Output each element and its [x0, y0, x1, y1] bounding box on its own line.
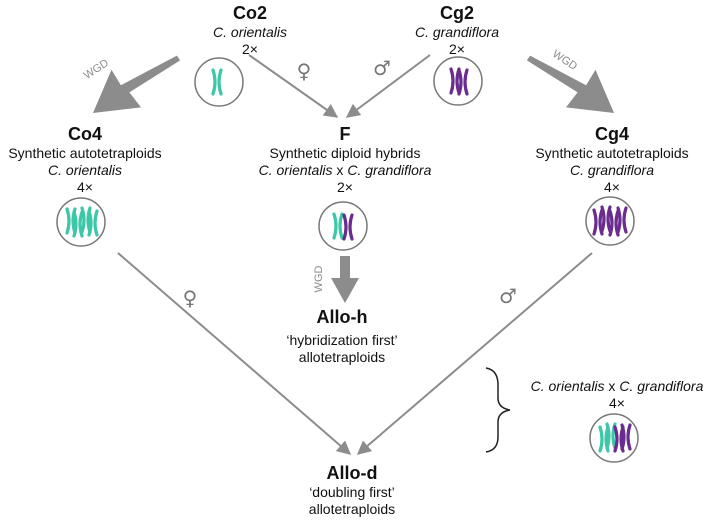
- arrow-co4-to-allod: [117, 252, 352, 455]
- node-cg4-species: C. grandiflora: [569, 162, 655, 178]
- male-symbol-top: ♂: [373, 56, 391, 80]
- node-co2-name: Co2: [232, 3, 267, 23]
- node-allo-d-name: Allo-d: [326, 463, 378, 483]
- legend-allotetraploid: C. orientalis x C. grandiflora 4×: [525, 378, 709, 412]
- node-co2: Co2 C. orientalis 2×: [190, 2, 310, 58]
- chromosome-circle-cg2: [433, 56, 483, 106]
- node-cg2-name: Cg2: [439, 3, 474, 23]
- legend-species-a: C. orientalis: [530, 378, 605, 394]
- wgd-arrow-left: [93, 55, 181, 113]
- node-co4-ploidy: 4×: [77, 179, 93, 195]
- legend-ploidy: 4×: [609, 395, 625, 411]
- node-f: F Synthetic diploid hybrids C. orientali…: [245, 123, 445, 196]
- chromosome-circle-co2: [194, 57, 244, 107]
- node-f-species-b: C. grandiflora: [347, 162, 432, 178]
- chromosome-x-glyph: [616, 206, 628, 234]
- node-co4: Co4 Synthetic autotetraploids C. orienta…: [0, 123, 170, 196]
- chromosome-x-glyph: [620, 423, 632, 451]
- chromosome-x-glyph: [72, 210, 84, 238]
- node-f-name: F: [339, 124, 351, 144]
- node-co2-ploidy: 2×: [242, 41, 258, 57]
- node-allo-d-desc1: ‘doubling first’: [309, 484, 395, 500]
- chromosome-x-glyph: [211, 68, 223, 96]
- legend-cross-x: x: [604, 378, 620, 394]
- chromosome-circle-co4: [56, 197, 106, 247]
- chromosome-circle-legend: [589, 413, 639, 463]
- node-co2-species: C. orientalis: [213, 24, 287, 40]
- node-f-species-a: C. orientalis: [258, 162, 333, 178]
- chromosome-circle-cg4: [585, 196, 635, 246]
- legend-species-b: C. grandiflora: [619, 378, 704, 394]
- legend-cross: C. orientalis x C. grandiflora: [525, 378, 709, 395]
- node-co4-name: Co4: [67, 124, 102, 144]
- circle-outline: [318, 201, 368, 251]
- node-allo-h-name: Allo-h: [316, 307, 368, 327]
- female-symbol-bottom: ♀: [183, 286, 198, 310]
- female-symbol-top: ♀: [297, 59, 312, 83]
- arrow-cg2-to-f: [345, 54, 431, 118]
- chromosome-x-glyph: [87, 209, 99, 237]
- node-cg4-desc: Synthetic autotetraploids: [535, 145, 689, 161]
- node-cg4: Cg4 Synthetic autotetraploids C. grandif…: [522, 123, 702, 196]
- node-allo-d-desc2: allotetraploids: [308, 501, 396, 517]
- chromosome-x-glyph: [342, 213, 354, 241]
- node-f-cross: C. orientalis x C. grandiflora: [245, 162, 445, 179]
- node-allo-h-desc1: ‘hybridization first’: [286, 332, 398, 348]
- node-allo-h: Allo-h ‘hybridization first’ allotetrapl…: [262, 306, 422, 366]
- right-brace: [485, 367, 511, 453]
- chromosome-circle-f: [318, 201, 368, 251]
- node-cg4-name: Cg4: [594, 124, 629, 144]
- arrow-co2-to-f: [248, 54, 339, 118]
- node-co4-desc: Synthetic autotetraploids: [8, 145, 162, 161]
- wgd-label-left: WGD: [82, 57, 111, 82]
- node-f-cross-x: x: [332, 162, 348, 178]
- arrow-cg4-to-allod: [356, 252, 593, 455]
- node-f-desc: Synthetic diploid hybrids: [269, 145, 421, 161]
- node-cg4-ploidy: 4×: [604, 179, 620, 195]
- chromosome-x-glyph: [457, 68, 469, 96]
- node-co4-species: C. orientalis: [48, 162, 122, 178]
- node-f-ploidy: 2×: [337, 179, 353, 195]
- chromosome-x-glyph: [332, 212, 344, 240]
- node-allo-h-desc2: allotetraploids: [298, 349, 386, 365]
- node-allo-d: Allo-d ‘doubling first’ allotetraploids: [282, 462, 422, 518]
- wgd-label-center: WGD: [313, 266, 325, 293]
- wgd-arrow-right: [526, 55, 614, 113]
- node-cg2-ploidy: 2×: [449, 41, 465, 57]
- wgd-arrow-center: [331, 256, 359, 303]
- node-cg2: Cg2 C. grandiflora 2×: [392, 2, 522, 58]
- circle-outline: [585, 196, 635, 246]
- node-cg2-species: C. grandiflora: [414, 24, 500, 40]
- chromosome-x-glyph: [600, 205, 612, 233]
- male-symbol-bottom: ♂: [499, 284, 517, 308]
